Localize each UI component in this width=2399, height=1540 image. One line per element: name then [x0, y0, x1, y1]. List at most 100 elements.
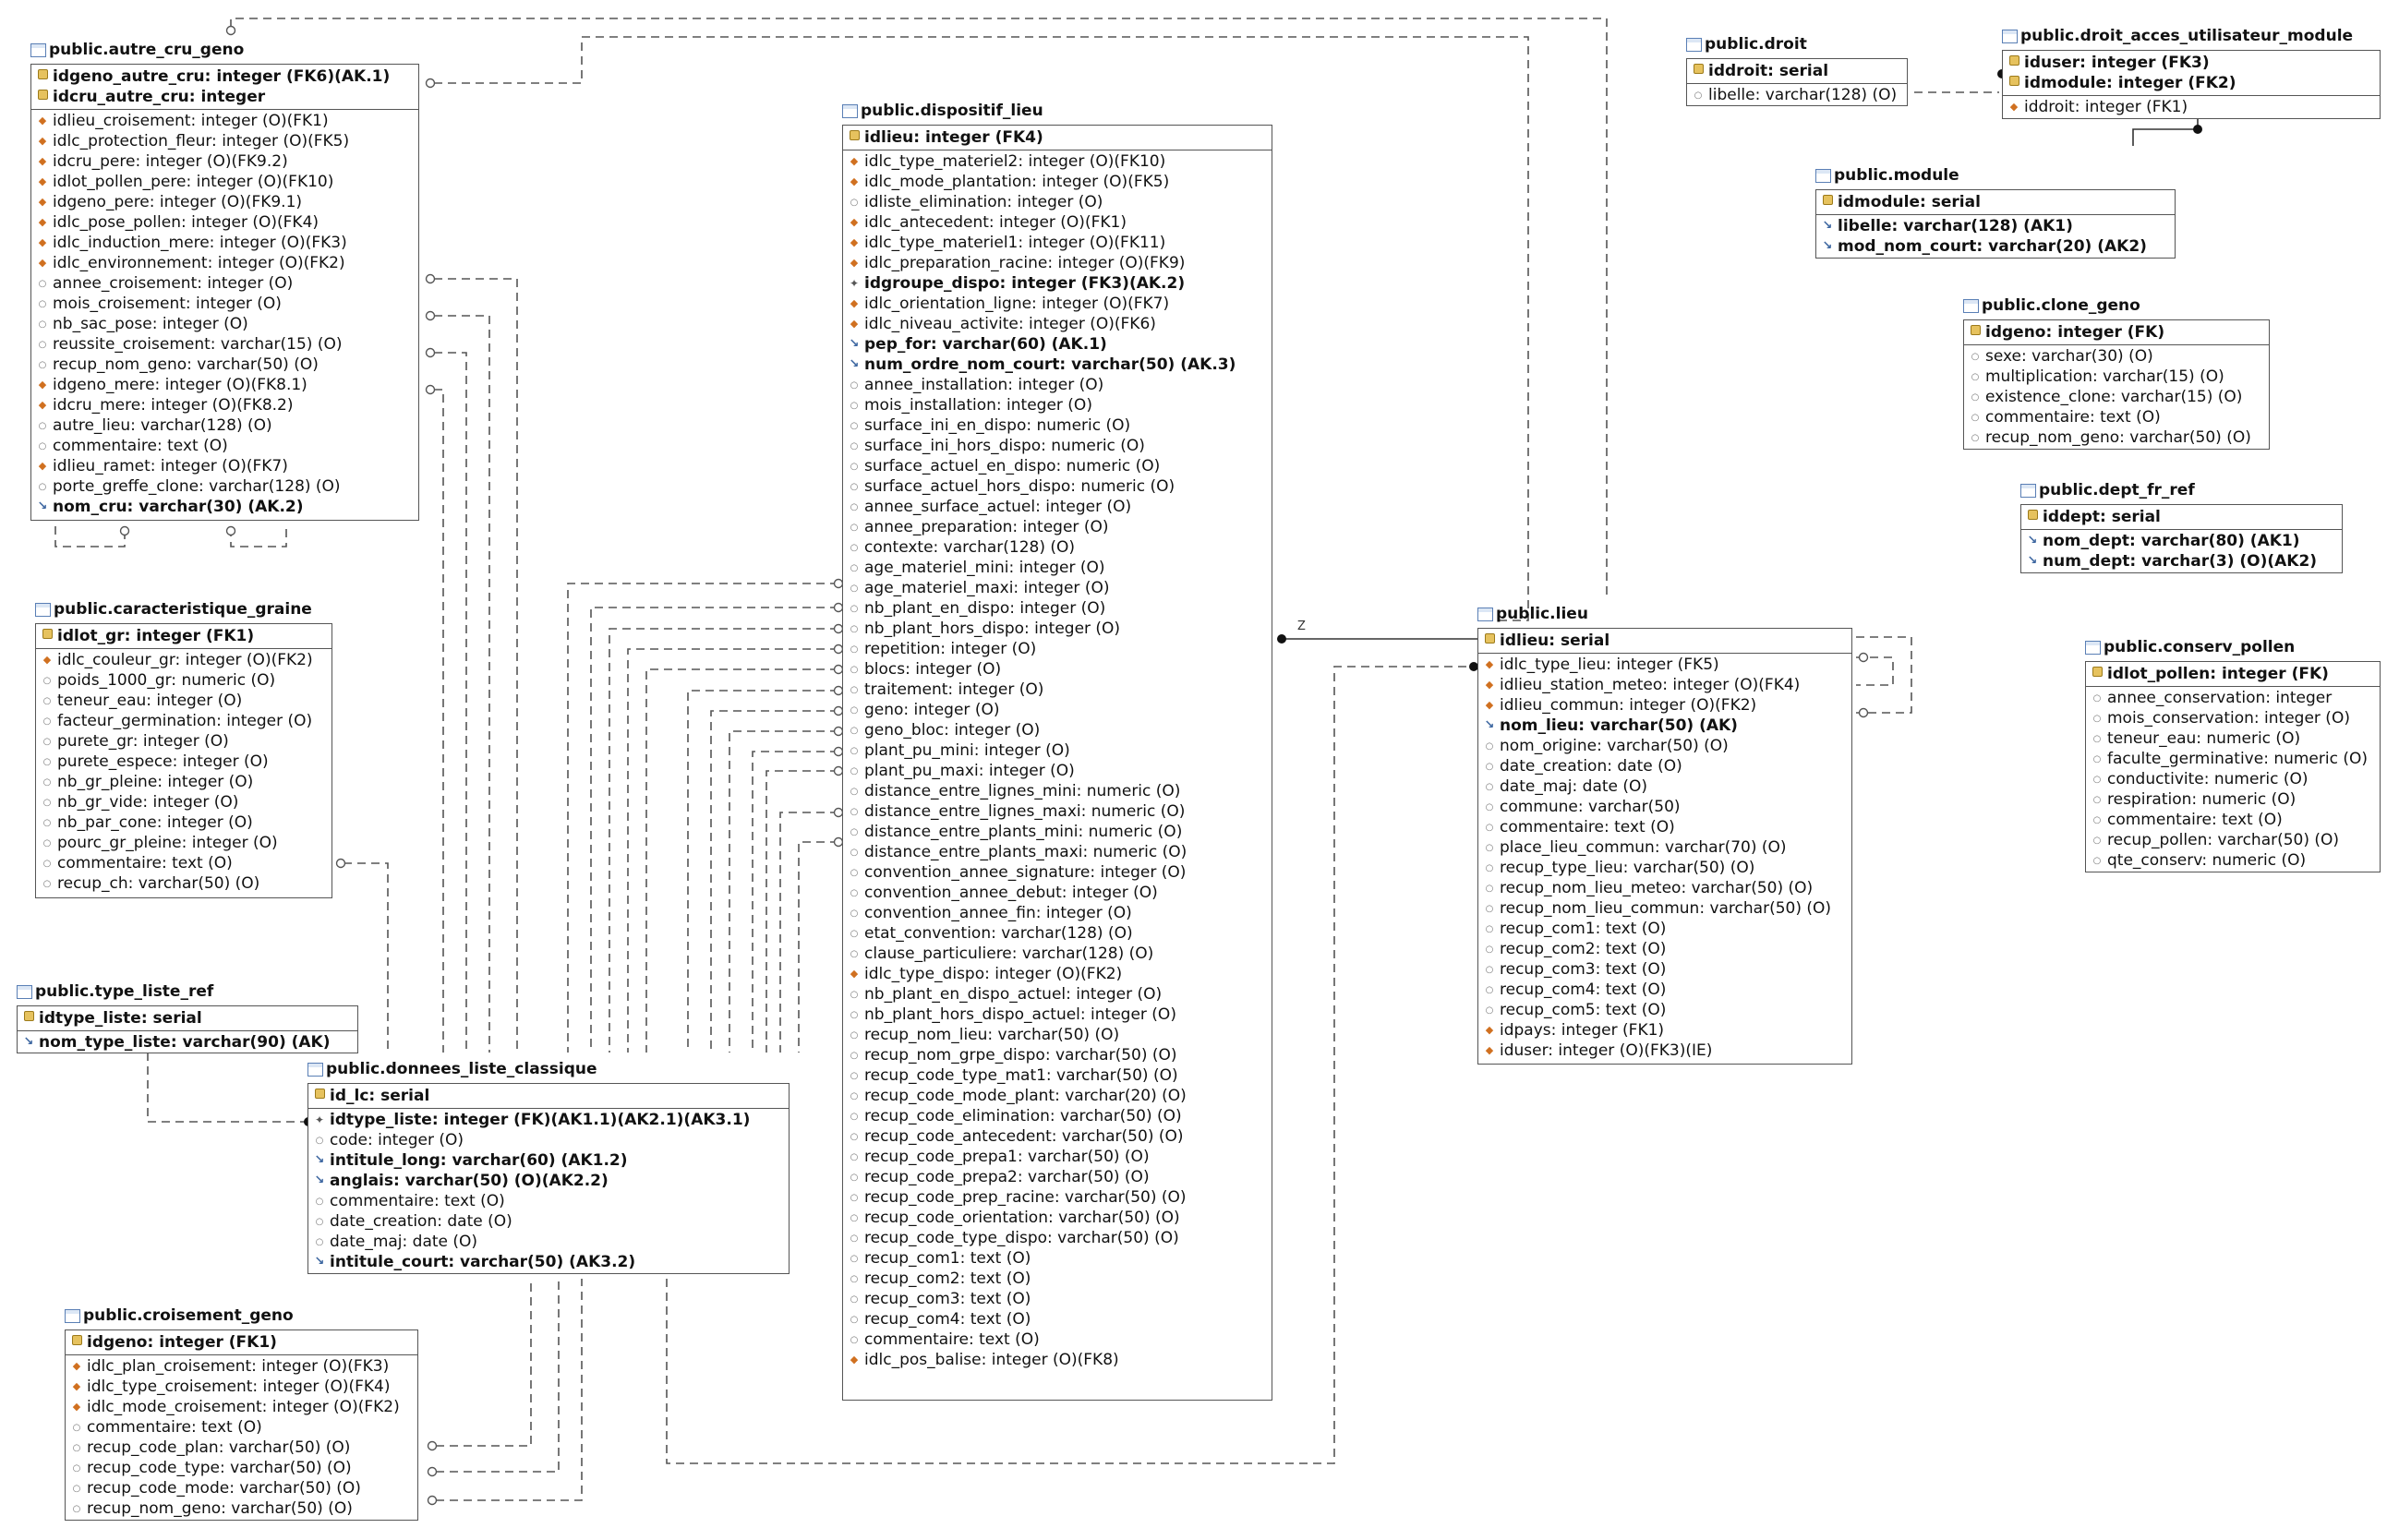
table-column[interactable]: intitule_court: varchar(50) (AK3.2): [308, 1252, 789, 1272]
table-column[interactable]: recup_code_orientation: varchar(50) (O): [843, 1208, 1272, 1228]
table-column[interactable]: idlc_pose_pollen: integer (O)(FK4): [31, 212, 418, 233]
table-column[interactable]: recup_code_elimination: varchar(50) (O): [843, 1106, 1272, 1126]
table-column[interactable]: recup_code_mode_plant: varchar(20) (O): [843, 1086, 1272, 1106]
table-column[interactable]: geno_bloc: integer (O): [843, 720, 1272, 740]
table-column[interactable]: idlc_type_lieu: integer (FK5): [1478, 655, 1851, 675]
table-column[interactable]: mois_installation: integer (O): [843, 395, 1272, 415]
table-column[interactable]: libelle: varchar(128) (O): [1687, 85, 1907, 105]
table-column[interactable]: nb_sac_pose: integer (O): [31, 314, 418, 334]
table-column[interactable]: idlieu_station_meteo: integer (O)(FK4): [1478, 675, 1851, 695]
table-column[interactable]: iduser: integer (O)(FK3)(IE): [1478, 1041, 1851, 1061]
table-column[interactable]: idlc_induction_mere: integer (O)(FK3): [31, 233, 418, 253]
table-column[interactable]: idgroupe_dispo: integer (FK3)(AK.2): [843, 273, 1272, 294]
table-column[interactable]: convention_annee_fin: integer (O): [843, 903, 1272, 923]
table-column[interactable]: idlc_plan_croisement: integer (O)(FK3): [66, 1356, 417, 1377]
table-column[interactable]: commune: varchar(50): [1478, 797, 1851, 817]
table-column[interactable]: recup_code_prepa1: varchar(50) (O): [843, 1147, 1272, 1167]
table-column[interactable]: idlc_orientation_ligne: integer (O)(FK7): [843, 294, 1272, 314]
table-column[interactable]: idlc_type_croisement: integer (O)(FK4): [66, 1377, 417, 1397]
table-column[interactable]: libelle: varchar(128) (AK1): [1816, 216, 2175, 236]
table-column[interactable]: recup_nom_geno: varchar(50) (O): [31, 355, 418, 375]
table-column[interactable]: idlieu_ramet: integer (O)(FK7): [31, 456, 418, 476]
table-column[interactable]: idlc_environnement: integer (O)(FK2): [31, 253, 418, 273]
primary-key-column[interactable]: idgeno: integer (FK1): [66, 1332, 417, 1353]
table-column[interactable]: respiration: numeric (O): [2086, 789, 2380, 810]
table-column[interactable]: commentaire: text (O): [31, 436, 418, 456]
table-column[interactable]: idlieu_croisement: integer (O)(FK1): [31, 111, 418, 131]
table-column[interactable]: purete_gr: integer (O): [36, 731, 332, 752]
table-column[interactable]: recup_nom_lieu_meteo: varchar(50) (O): [1478, 878, 1851, 898]
primary-key-column[interactable]: idlieu: serial: [1478, 631, 1851, 651]
table-column[interactable]: recup_nom_lieu: varchar(50) (O): [843, 1025, 1272, 1045]
table-column[interactable]: place_lieu_commun: varchar(70) (O): [1478, 837, 1851, 858]
table-column[interactable]: conductivite: numeric (O): [2086, 769, 2380, 789]
primary-key-column[interactable]: idlieu: integer (FK4): [843, 127, 1272, 148]
table-column[interactable]: teneur_eau: numeric (O): [2086, 728, 2380, 749]
table-column[interactable]: surface_actuel_en_dispo: numeric (O): [843, 456, 1272, 476]
table-column[interactable]: clause_particuliere: varchar(128) (O): [843, 944, 1272, 964]
table-column[interactable]: recup_com1: text (O): [1478, 919, 1851, 939]
table-column[interactable]: idlc_type_dispo: integer (O)(FK2): [843, 964, 1272, 984]
primary-key-column[interactable]: id_lc: serial: [308, 1086, 789, 1106]
table-column[interactable]: recup_com3: text (O): [1478, 959, 1851, 980]
table-column[interactable]: nom_dept: varchar(80) (AK1): [2021, 531, 2342, 551]
table-column[interactable]: porte_greffe_clone: varchar(128) (O): [31, 476, 418, 497]
primary-key-column[interactable]: iddept: serial: [2021, 507, 2342, 527]
table-column[interactable]: nb_plant_en_dispo_actuel: integer (O): [843, 984, 1272, 1005]
table-column[interactable]: idtype_liste: integer (FK)(AK1.1)(AK2.1)…: [308, 1110, 789, 1130]
table-column[interactable]: nb_gr_pleine: integer (O): [36, 772, 332, 792]
primary-key-column[interactable]: iduser: integer (FK3): [2003, 53, 2380, 73]
table-column[interactable]: commentaire: text (O): [843, 1329, 1272, 1350]
table-column[interactable]: recup_code_prepa2: varchar(50) (O): [843, 1167, 1272, 1187]
table-column[interactable]: idlc_mode_plantation: integer (O)(FK5): [843, 172, 1272, 192]
table-column[interactable]: convention_annee_signature: integer (O): [843, 862, 1272, 883]
table-column[interactable]: nb_plant_hors_dispo: integer (O): [843, 619, 1272, 639]
table-column[interactable]: idlc_antecedent: integer (O)(FK1): [843, 212, 1272, 233]
table-column[interactable]: annee_installation: integer (O): [843, 375, 1272, 395]
table-column[interactable]: idlc_preparation_racine: integer (O)(FK9…: [843, 253, 1272, 273]
table-column[interactable]: idcru_pere: integer (O)(FK9.2): [31, 151, 418, 172]
table-column[interactable]: commentaire: text (O): [36, 853, 332, 873]
table-column[interactable]: pep_for: varchar(60) (AK.1): [843, 334, 1272, 355]
table-column[interactable]: recup_code_prep_racine: varchar(50) (O): [843, 1187, 1272, 1208]
table-column[interactable]: recup_com1: text (O): [843, 1248, 1272, 1269]
table-column[interactable]: contexte: varchar(128) (O): [843, 537, 1272, 558]
table-column[interactable]: surface_ini_hors_dispo: numeric (O): [843, 436, 1272, 456]
table-column[interactable]: recup_com5: text (O): [1478, 1000, 1851, 1020]
table-column[interactable]: recup_com4: text (O): [1478, 980, 1851, 1000]
table-column[interactable]: faculte_germinative: numeric (O): [2086, 749, 2380, 769]
table-column[interactable]: commentaire: text (O): [2086, 810, 2380, 830]
table-column[interactable]: surface_actuel_hors_dispo: numeric (O): [843, 476, 1272, 497]
table-column[interactable]: distance_entre_plants_mini: numeric (O): [843, 822, 1272, 842]
table-column[interactable]: annee_conservation: integer: [2086, 688, 2380, 708]
table-column[interactable]: idpays: integer (FK1): [1478, 1020, 1851, 1041]
table-column[interactable]: plant_pu_maxi: integer (O): [843, 761, 1272, 781]
primary-key-column[interactable]: idtype_liste: serial: [18, 1008, 357, 1029]
primary-key-column[interactable]: idlot_gr: integer (FK1): [36, 626, 332, 646]
table-column[interactable]: poids_1000_gr: numeric (O): [36, 670, 332, 691]
table-column[interactable]: nom_type_liste: varchar(90) (AK): [18, 1032, 357, 1053]
primary-key-column[interactable]: idmodule: serial: [1816, 192, 2175, 212]
table-column[interactable]: mois_conservation: integer (O): [2086, 708, 2380, 728]
table-column[interactable]: idlc_pos_balise: integer (O)(FK8): [843, 1350, 1272, 1370]
table-column[interactable]: etat_convention: varchar(128) (O): [843, 923, 1272, 944]
table-column[interactable]: recup_nom_grpe_dispo: varchar(50) (O): [843, 1045, 1272, 1065]
table-column[interactable]: recup_nom_geno: varchar(50) (O): [1964, 427, 2269, 448]
table-column[interactable]: blocs: integer (O): [843, 659, 1272, 680]
table-column[interactable]: idlot_pollen_pere: integer (O)(FK10): [31, 172, 418, 192]
primary-key-column[interactable]: iddroit: serial: [1687, 61, 1907, 81]
table-column[interactable]: geno: integer (O): [843, 700, 1272, 720]
table-column[interactable]: idlc_type_materiel2: integer (O)(FK10): [843, 151, 1272, 172]
table-column[interactable]: surface_ini_en_dispo: numeric (O): [843, 415, 1272, 436]
table-column[interactable]: recup_code_antecedent: varchar(50) (O): [843, 1126, 1272, 1147]
table-column[interactable]: recup_type_lieu: varchar(50) (O): [1478, 858, 1851, 878]
table-column[interactable]: code: integer (O): [308, 1130, 789, 1150]
table-column[interactable]: intitule_long: varchar(60) (AK1.2): [308, 1150, 789, 1171]
